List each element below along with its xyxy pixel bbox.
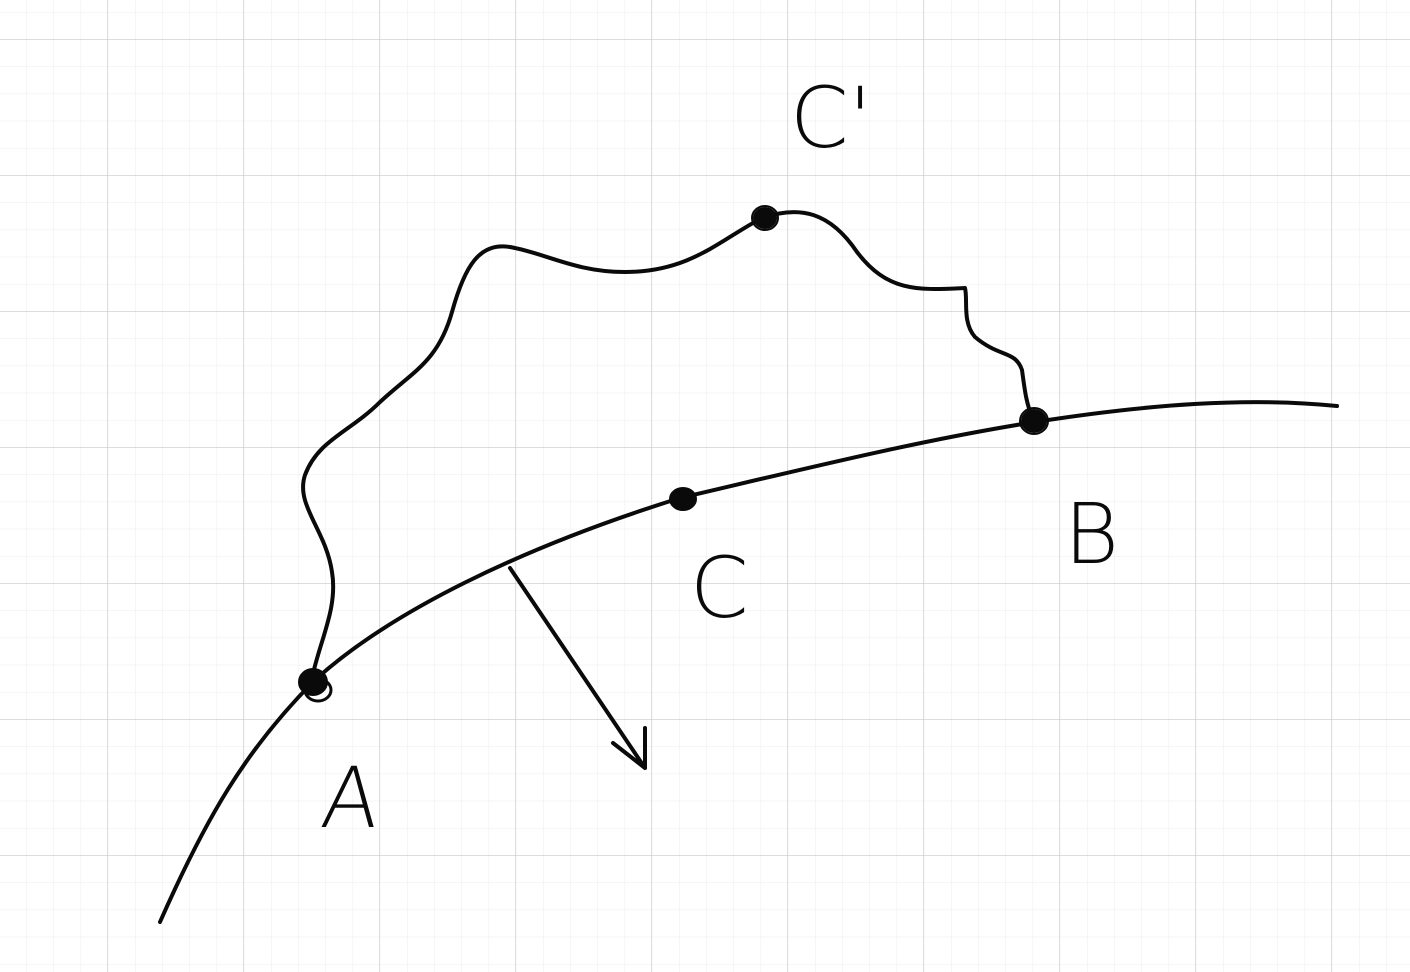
label-point-c: C [690,539,749,637]
wavy-path [301,210,1035,680]
label-point-b: B [1064,485,1120,583]
point-b [1019,407,1049,435]
point-c-prime [751,205,779,231]
label-point-c-prime: C' [790,69,872,167]
normal-vector-arrow [508,566,647,770]
point-a [298,668,333,703]
point-c [669,487,697,511]
label-point-a: A [316,749,385,847]
